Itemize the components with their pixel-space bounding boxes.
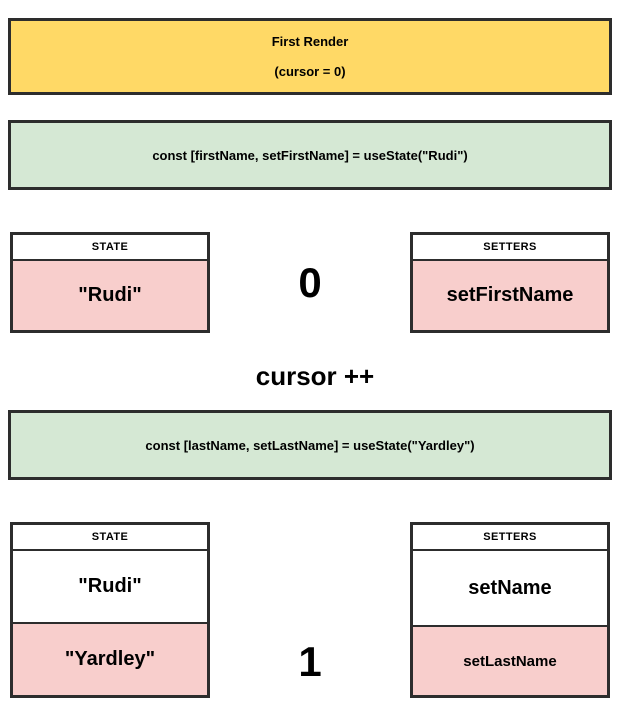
- setters-table-header-step2: SETTERS: [413, 525, 607, 551]
- code-line-firstname: const [firstName, setFirstName] = useSta…: [152, 147, 468, 163]
- setter-cell-setlastname: setLastName: [413, 627, 607, 695]
- state-table-step1: STATE "Rudi": [10, 232, 210, 333]
- cursor-value-1: 1: [298, 637, 322, 685]
- first-render-banner: First Render (cursor = 0): [8, 18, 612, 95]
- state-table-header-step2: STATE: [13, 525, 207, 551]
- code-box-firstname: const [firstName, setFirstName] = useSta…: [8, 120, 612, 190]
- cursor-value-0: 0: [298, 258, 322, 306]
- setters-table-step1: SETTERS setFirstName: [410, 232, 610, 333]
- state-cell-rudi: "Rudi": [13, 261, 207, 330]
- cursor-increment-label: cursor ++: [255, 360, 375, 391]
- setters-table-header: SETTERS: [413, 235, 607, 261]
- code-line-lastname: const [lastName, setLastName] = useState…: [145, 437, 475, 453]
- setter-cell-setname: setName: [413, 551, 607, 627]
- banner-title: First Render: [271, 34, 349, 49]
- setter-cell-setfirstname: setFirstName: [413, 261, 607, 330]
- banner-subtitle: (cursor = 0): [274, 64, 346, 79]
- state-cell-yardley: "Yardley": [13, 624, 207, 695]
- state-cell-rudi-step2: "Rudi": [13, 551, 207, 624]
- setters-table-step2: SETTERS setName setLastName: [410, 522, 610, 698]
- code-box-lastname: const [lastName, setLastName] = useState…: [8, 410, 612, 480]
- state-table-step2: STATE "Rudi" "Yardley": [10, 522, 210, 698]
- state-table-header: STATE: [13, 235, 207, 261]
